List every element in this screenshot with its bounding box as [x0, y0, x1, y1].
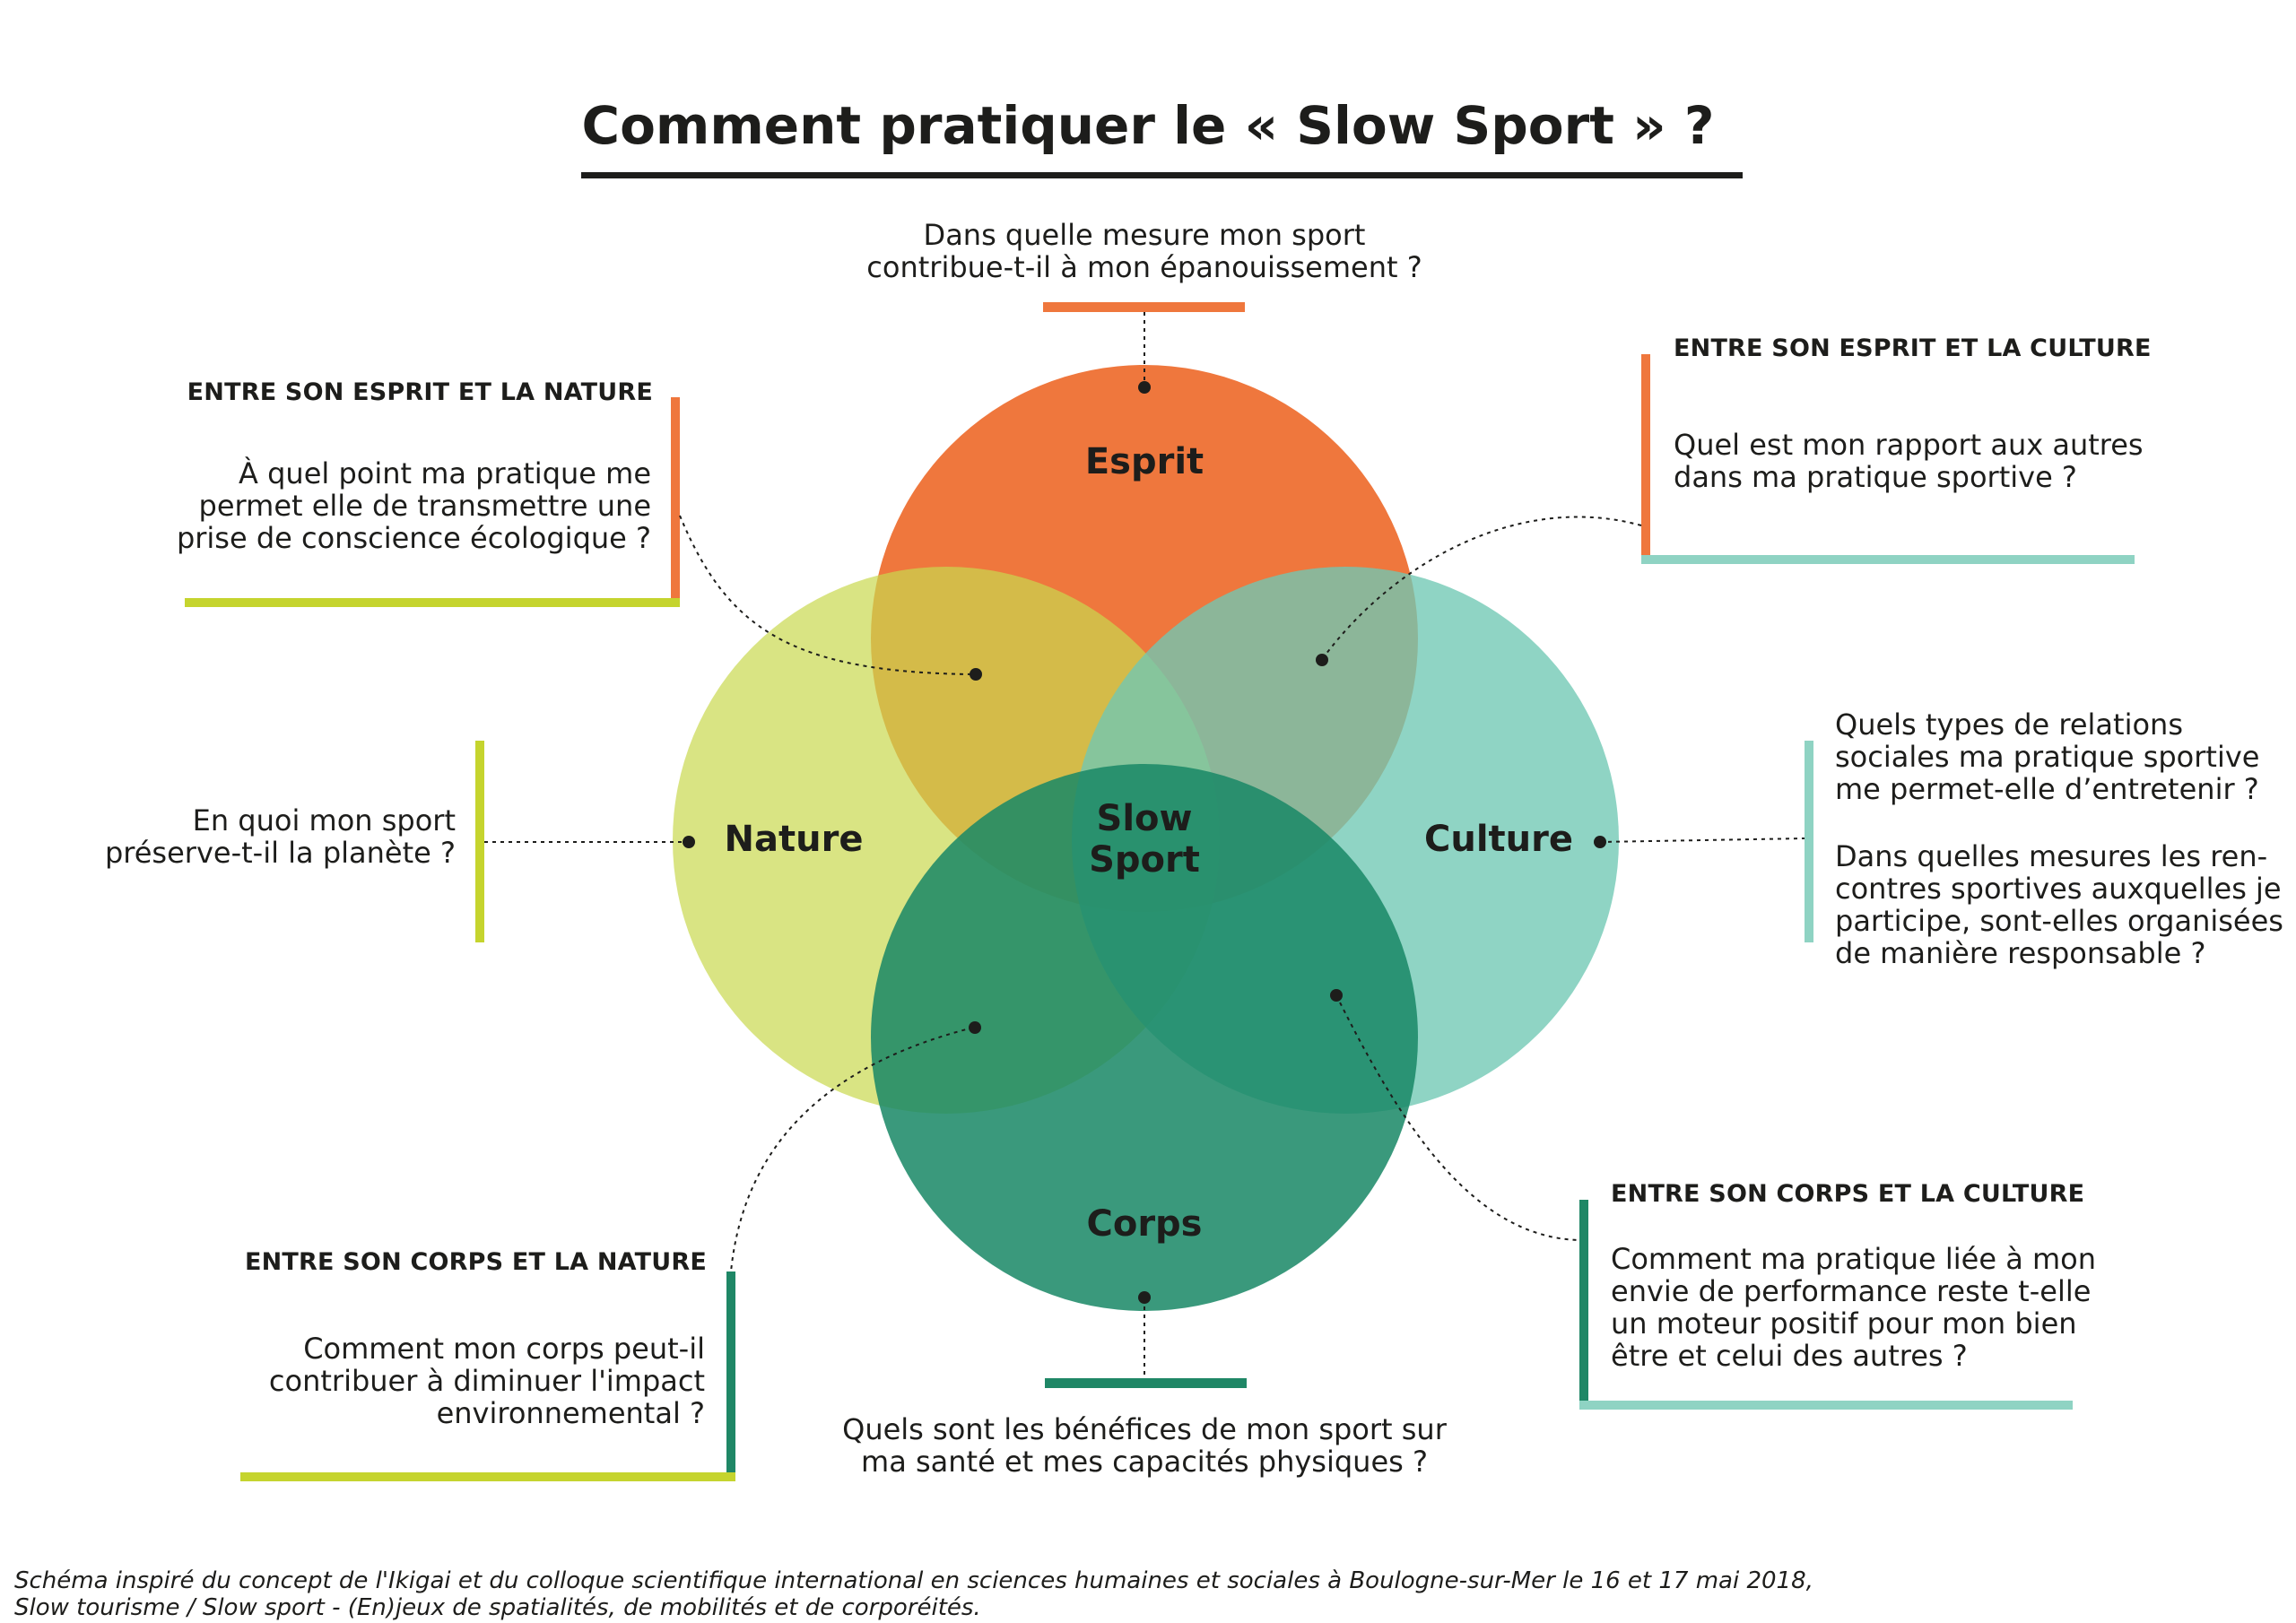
label-center: Slow Sport [1089, 798, 1200, 881]
leader-dots [683, 381, 1606, 1304]
leader-corps-nature [730, 1027, 974, 1272]
leader-lines [484, 312, 1805, 1378]
footnote: Schéma inspiré du concept de l'Ikigai et… [14, 1567, 1813, 1621]
dot-corps-culture [1330, 989, 1343, 1002]
question-corps-culture: Comment ma pratique liée à mon envie de … [1611, 1242, 2097, 1373]
bracket-corps-nature-vertical [726, 1271, 735, 1478]
bar-corps-bottom [1045, 1378, 1247, 1388]
dot-esprit-culture [1316, 654, 1328, 666]
dot-esprit-nature [970, 668, 982, 681]
heading-esprit-culture: ENTRE SON ESPRIT ET LA CULTURE [1674, 334, 2152, 362]
dot-corps [1138, 1291, 1151, 1304]
bar-esprit-top [1043, 302, 1245, 312]
bracket-corps-culture-horizontal [1579, 1401, 2073, 1410]
bar-culture-right [1805, 741, 1813, 942]
bracket-corps-nature-horizontal [240, 1472, 735, 1481]
bracket-esprit-culture-horizontal [1641, 555, 2135, 564]
question-culture-1: Quels types de relations sociales ma pra… [1835, 707, 2260, 806]
leader-esprit-culture [1322, 516, 1642, 659]
question-culture-2: Dans quelles mesures les ren- contres sp… [1835, 839, 2283, 970]
dot-culture [1594, 836, 1606, 848]
question-corps: Quels sont les bénéfices de mon sport su… [842, 1412, 1447, 1479]
question-esprit: Dans quelle mesure mon sport contribue-t… [866, 218, 1422, 284]
dot-corps-nature [969, 1021, 981, 1034]
question-esprit-nature: À quel point ma pratique me permet elle … [176, 456, 651, 555]
heading-corps-culture: ENTRE SON CORPS ET LA CULTURE [1611, 1180, 2085, 1208]
bracket-esprit-culture-vertical [1641, 354, 1650, 560]
question-nature: En quoi mon sport préserve-t-il la planè… [104, 803, 456, 870]
circle-corps [871, 764, 1418, 1311]
question-corps-nature: Comment mon corps peut-il contribuer à d… [268, 1332, 705, 1430]
venn-circles [673, 365, 1619, 1311]
leader-culture [1599, 838, 1805, 843]
bracket-esprit-nature-horizontal [185, 598, 680, 607]
heading-esprit-nature: ENTRE SON ESPRIT ET LA NATURE [187, 378, 653, 406]
bar-nature-left [475, 741, 484, 942]
label-culture: Culture [1424, 819, 1573, 860]
dot-nature [683, 836, 695, 848]
heading-corps-nature: ENTRE SON CORPS ET LA NATURE [244, 1248, 707, 1276]
bracket-corps-culture-vertical [1579, 1200, 1588, 1406]
title-underline [581, 172, 1743, 178]
label-corps: Corps [1086, 1203, 1203, 1245]
leader-esprit-nature [679, 515, 975, 675]
bracket-esprit-nature-vertical [671, 397, 680, 603]
label-esprit: Esprit [1084, 441, 1205, 482]
dot-esprit [1138, 381, 1151, 394]
page-title: Comment pratiquer le « Slow Sport » ? [581, 95, 1715, 156]
label-nature: Nature [724, 819, 864, 860]
question-esprit-culture: Quel est mon rapport aux autres dans ma … [1674, 428, 2144, 494]
